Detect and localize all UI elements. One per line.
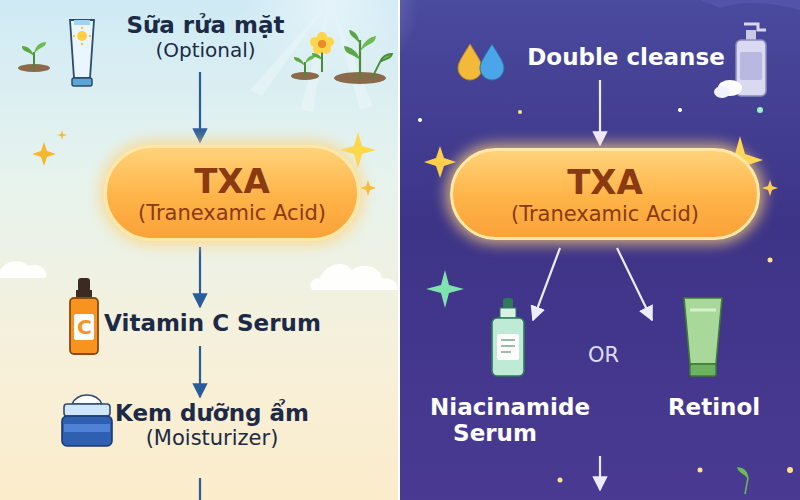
oil-water-drops: [458, 44, 504, 80]
flow-arrow: [533, 248, 560, 320]
node-heading: TXA: [567, 162, 643, 202]
or-label: OR: [588, 343, 619, 367]
node-heading: Sữa rửa mặt: [126, 12, 284, 38]
node-heading: Double cleanse: [527, 44, 725, 70]
garden: [291, 30, 392, 84]
retinol-tube: [684, 298, 722, 376]
flow-arrow: [199, 247, 201, 307]
node-subtext: (Tranexamic Acid): [138, 201, 326, 225]
highlight-pill: TXA(Tranexamic Acid): [104, 145, 360, 241]
node-heading: Vitamin C Serum: [104, 310, 321, 336]
node-heading: TXA: [194, 161, 270, 201]
flow-arrow: [199, 346, 201, 397]
step-label: Niacinamide Serum: [420, 322, 570, 446]
continue-arrow: [199, 478, 201, 500]
node-subtext: (Optional): [155, 38, 255, 62]
niacinamide-bottle: [492, 298, 524, 376]
node-subtext: (Moisturizer): [146, 426, 279, 450]
panel-divider: [398, 0, 400, 500]
sprout: [18, 42, 50, 72]
step-label: Double cleanse: [523, 44, 729, 74]
flow-arrow: [199, 72, 201, 142]
night-sparkles: [418, 0, 800, 494]
node-heading: Kem dưỡng ẩm: [115, 400, 309, 426]
serum-bottle: [70, 278, 98, 354]
highlight-pill: TXA(Tranexamic Acid): [450, 148, 760, 240]
step-label: Retinol: [644, 322, 784, 420]
flow-arrow: [599, 80, 601, 145]
step-label: Sữa rửa mặt(Optional): [122, 12, 289, 66]
cleanser-tube: [70, 20, 94, 86]
bottle-letter: C: [77, 314, 91, 340]
step-label: Kem dưỡng ẩm(Moisturizer): [111, 400, 313, 454]
node-heading: Niacinamide Serum: [430, 394, 560, 446]
node-subtext: (Tranexamic Acid): [511, 202, 699, 226]
node-heading: Retinol: [668, 394, 760, 420]
cream-jar: [62, 395, 112, 446]
continue-arrow: [599, 456, 601, 490]
flow-arrow: [617, 248, 652, 320]
step-label: Vitamin C Serum: [100, 310, 325, 340]
